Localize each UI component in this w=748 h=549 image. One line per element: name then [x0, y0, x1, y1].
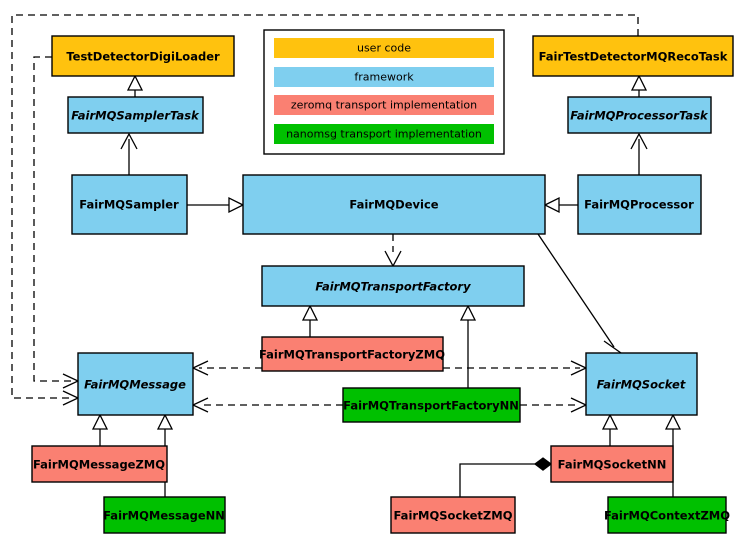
- node-label-fair-mq-socket-zmq: FairMQSocketNN: [558, 458, 667, 472]
- node-fair-mq-sampler-task[interactable]: FairMQSamplerTask: [67, 96, 204, 134]
- legend-swatch-framework: [274, 67, 494, 87]
- node-fair-mq-message-nn[interactable]: FairMQMessageNN: [103, 496, 226, 534]
- node-label-fair-test-detector-mq-reco-task: FairTestDetectorMQRecoTask: [539, 50, 728, 64]
- node-label-fair-mq-processor-task: FairMQProcessorTask: [570, 109, 709, 123]
- legend-label-zeromq: zeromq transport implementation: [291, 99, 477, 112]
- node-label-fair-mq-message: FairMQMessage: [84, 378, 186, 392]
- node-fair-test-detector-mq-reco-task[interactable]: FairTestDetectorMQRecoTask: [532, 35, 734, 77]
- node-label-fair-mq-transport-factory-zmq: FairMQTransportFactoryZMQ: [259, 348, 445, 362]
- edge-tfnn-inherits-tf: [459, 304, 477, 388]
- legend-label-user-code: user code: [357, 42, 411, 55]
- legend-item-user-code: user code: [274, 38, 494, 58]
- edge-tfzmq-inherits-tf: [301, 304, 319, 337]
- node-label-test-detector-digi-loader: TestDetectorDigiLoader: [66, 50, 220, 64]
- edge-layer: [11, 14, 682, 497]
- node-fair-mq-socket[interactable]: FairMQSocket: [585, 352, 698, 416]
- edge-sampler-inherits-device: [187, 196, 245, 214]
- node-label-fair-mq-socket-nn: FairMQContextZMQ: [604, 509, 730, 523]
- node-fair-mq-device[interactable]: FairMQDevice: [242, 174, 546, 235]
- edge-messagezmq-inherits-message: [91, 413, 109, 446]
- node-label-fair-mq-context-zmq: FairMQSocketZMQ: [394, 509, 513, 523]
- edge-processortask-inherits-recotask: [630, 74, 648, 97]
- legend: user code framework zeromq transport imp…: [263, 29, 505, 155]
- node-fair-mq-transport-factory-zmq[interactable]: FairMQTransportFactoryZMQ: [259, 336, 445, 372]
- edge-processor-inherits-device: [543, 196, 578, 214]
- node-fair-mq-processor-task[interactable]: FairMQProcessorTask: [567, 96, 712, 134]
- edge-processor-to-processortask: [630, 132, 648, 175]
- edge-samplertask-inherits-digiloader: [126, 74, 144, 97]
- node-fair-mq-socket-zmq[interactable]: FairMQSocketNN: [550, 445, 674, 483]
- node-label-fair-mq-device: FairMQDevice: [349, 198, 438, 212]
- legend-label-nanomsg: nanomsg transport implementation: [286, 128, 482, 141]
- node-fair-mq-message[interactable]: FairMQMessage: [77, 352, 194, 416]
- node-fair-mq-processor[interactable]: FairMQProcessor: [577, 174, 702, 235]
- node-fair-mq-sampler[interactable]: FairMQSampler: [71, 174, 188, 235]
- node-fair-mq-transport-factory-nn[interactable]: FairMQTransportFactoryNN: [342, 387, 521, 423]
- node-label-fair-mq-processor: FairMQProcessor: [584, 198, 694, 212]
- edge-socketzmq-inherits-socket: [601, 413, 619, 446]
- legend-swatch-user-code: [274, 38, 494, 58]
- legend-swatch-nanomsg: [274, 124, 494, 144]
- node-label-fair-mq-sampler: FairMQSampler: [79, 198, 179, 212]
- node-layer: TestDetectorDigiLoader FairTestDetectorM…: [31, 35, 734, 534]
- node-label-fair-mq-message-zmq: FairMQMessageZMQ: [33, 458, 165, 472]
- legend-swatch-zeromq: [274, 95, 494, 115]
- node-fair-mq-transport-factory[interactable]: FairMQTransportFactory: [261, 265, 525, 307]
- edge-sampler-to-samplertask: [120, 132, 138, 175]
- node-label-fair-mq-transport-factory: FairMQTransportFactory: [315, 280, 471, 294]
- legend-item-framework: framework: [274, 67, 494, 87]
- node-label-fair-mq-socket: FairMQSocket: [597, 378, 686, 392]
- legend-item-zeromq: zeromq transport implementation: [274, 95, 494, 115]
- node-label-fair-mq-message-nn: FairMQMessageNN: [103, 509, 225, 523]
- node-label-fair-mq-sampler-task: FairMQSamplerTask: [71, 109, 200, 123]
- node-label-fair-mq-transport-factory-nn: FairMQTransportFactoryNN: [343, 399, 519, 413]
- node-fair-mq-socket-nn[interactable]: FairMQContextZMQ: [604, 496, 730, 534]
- legend-label-framework: framework: [354, 71, 414, 84]
- node-test-detector-digi-loader[interactable]: TestDetectorDigiLoader: [51, 35, 235, 77]
- legend-item-nanomsg: nanomsg transport implementation: [274, 124, 494, 144]
- node-fair-mq-message-zmq[interactable]: FairMQMessageZMQ: [31, 445, 168, 483]
- edge-socketzmq-composes-contextzmq: [459, 457, 553, 497]
- node-fair-mq-context-zmq[interactable]: FairMQSocketZMQ: [390, 496, 516, 534]
